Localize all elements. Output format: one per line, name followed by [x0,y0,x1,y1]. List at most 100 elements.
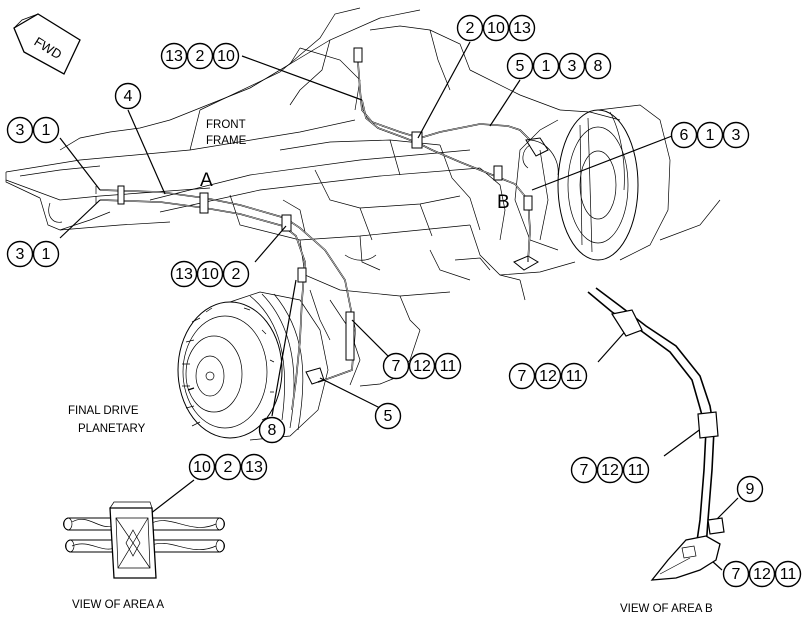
callout-mid-13-10-2: 13 10 2 [170,260,250,288]
callout-circle [188,453,216,481]
callout-circle [560,362,588,390]
part-number: 5 [384,408,393,425]
part-number: 7 [732,566,741,583]
callout-circle [170,260,198,288]
part-number: 8 [594,58,603,75]
part-number: 12 [753,566,771,583]
part-number: 3 [16,122,25,139]
part-number: 13 [245,459,263,476]
part-number: 13 [175,266,193,283]
callout-circle [186,42,214,70]
part-number: 12 [539,368,557,385]
part-number: 12 [601,462,619,479]
callout-circle [558,52,586,80]
callout-mid-7-12-11: 7 12 11 [382,352,462,380]
part-number: 1 [42,122,51,139]
part-number: 13 [513,20,531,37]
final-drive-label-line2: PLANETARY [78,423,146,435]
part-number: 3 [568,58,577,75]
callout-area-b-7-12-11-top: 7 12 11 [508,362,588,390]
callout-area-b-7-12-11-bottom: 7 12 11 [722,560,802,588]
callout-circle [160,42,188,70]
callout-circle [114,82,142,110]
part-number: 12 [413,358,431,375]
callout-area-b-9: 9 [736,475,764,503]
callout-circle [32,116,60,144]
callout-item-8: 8 [258,416,286,444]
callout-circle [508,362,536,390]
callout-circle [434,352,462,380]
callout-circle [32,240,60,268]
callout-circle [532,52,560,80]
part-number: 9 [746,481,755,498]
callout-area-b-7-12-11-mid: 7 12 11 [570,456,650,484]
view-area-a-detail [63,501,225,579]
final-drive-label-line1: FINAL DRIVE [68,405,139,417]
part-number: 13 [165,48,183,65]
callout-circle [212,42,240,70]
callout-circle [584,52,612,80]
part-number: 2 [232,266,241,283]
area-b-letter: B [497,192,510,213]
final-drive-drawing [177,291,329,441]
part-number: 2 [466,20,475,37]
part-number: 10 [201,266,219,283]
callout-item-5: 5 [374,402,402,430]
callout-circle [382,352,410,380]
callout-circle [258,416,286,444]
part-number: 2 [196,48,205,65]
part-number: 3 [16,246,25,263]
callout-circle [240,453,268,481]
part-number: 4 [124,88,133,105]
callout-circle [214,453,242,481]
callout-circle [482,14,510,42]
area-a-letter: A [200,170,213,191]
callout-circle [506,52,534,80]
part-number: 11 [440,358,457,375]
leader-lines [59,41,739,571]
callout-circle [774,560,802,588]
part-number: 2 [224,459,233,476]
callout-circle [722,560,750,588]
callout-circle [736,475,764,503]
front-frame-label-line1: FRONT [206,119,246,131]
part-number: 10 [217,48,235,65]
callout-circle [222,260,250,288]
part-number: 11 [566,368,583,385]
callout-circle [596,456,624,484]
callout-circle [748,560,776,588]
part-number: 11 [628,462,645,479]
part-number: 1 [706,127,715,144]
view-area-a-caption: VIEW OF AREA A [72,599,164,611]
view-area-b-detail [587,287,725,581]
callout-circle [6,116,34,144]
brake-lines [95,47,549,411]
callout-circle [722,121,750,149]
part-number: 1 [42,246,51,263]
axle-hub-drawing [514,104,721,261]
part-number: 7 [580,462,589,479]
callout-circle [570,456,598,484]
callout-top-13-2-10: 13 2 10 [160,42,240,70]
callout-circle [534,362,562,390]
front-frame-label-line2: FRAME [206,135,247,147]
part-number: 7 [518,368,527,385]
part-number: 11 [780,566,797,583]
view-area-b-caption: VIEW OF AREA B [620,603,713,615]
part-number: 7 [392,358,401,375]
callout-circle [622,456,650,484]
part-number: 1 [542,58,551,75]
part-number: 8 [268,422,277,439]
callout-circle [196,260,224,288]
callout-circle [670,121,698,149]
part-number: 6 [680,127,689,144]
part-number: 5 [516,58,525,75]
callout-circle [696,121,724,149]
